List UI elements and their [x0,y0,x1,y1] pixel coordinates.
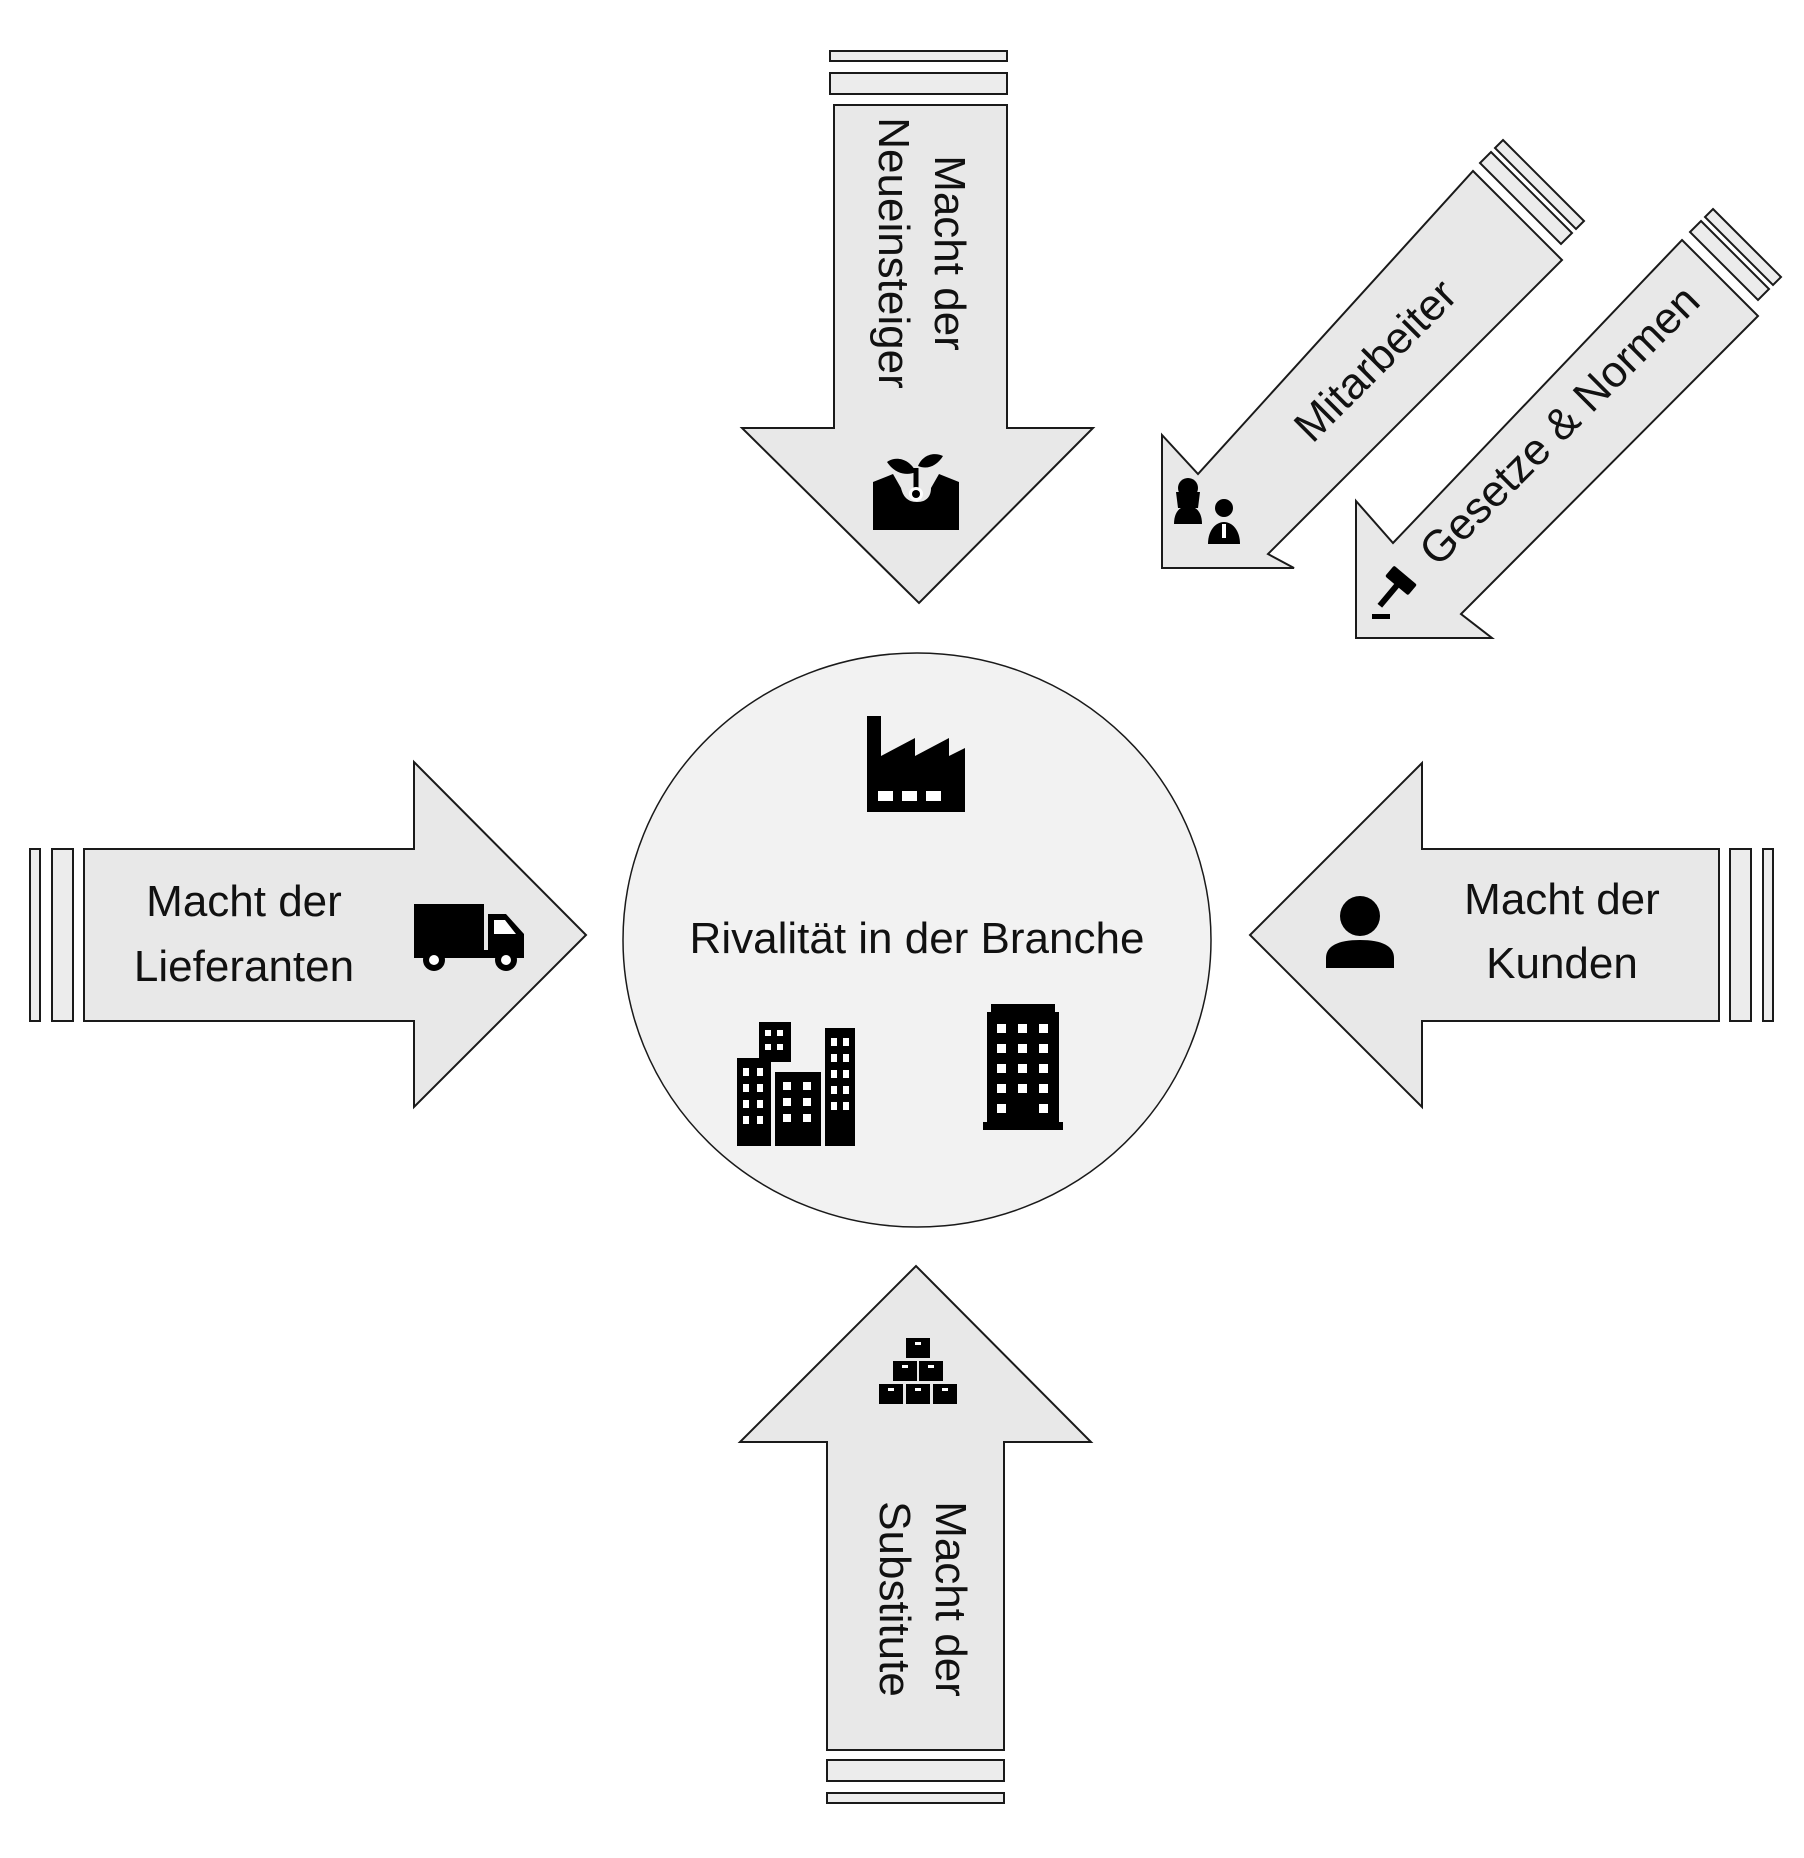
new-entrants-label-line2: Neueinsteiger [869,117,918,389]
factory-icon [867,716,965,812]
stripe [1762,848,1774,1022]
center-rivalry: Rivalität in der Branche [622,652,1212,1228]
suppliers-label-line2: Lieferanten [134,942,354,991]
arrow-shape [1355,238,1760,639]
arrow-shape [1161,169,1564,569]
rivalry-label: Rivalität in der Branche [690,914,1145,963]
stripe [1688,219,1771,302]
stripe [829,50,1008,62]
sprout-icon [873,454,959,530]
stripe [29,848,41,1022]
office-tower-icon [983,1004,1063,1130]
arrow-employees: Mitarbeiter [1161,138,1586,569]
substitutes-label-line2: Substitute [870,1501,919,1697]
truck-icon [414,904,524,971]
substitutes-label-line1: Macht der [926,1501,975,1697]
stripe [1478,150,1574,246]
person-icon [1326,896,1394,968]
stripe [1729,848,1752,1022]
arrow-customers: Macht der Kunden [1248,760,1774,1110]
arrow-shape [739,104,1096,605]
stripe [1703,207,1783,287]
stripe [826,1792,1005,1804]
city-buildings-icon [737,1022,855,1146]
stripe [826,1759,1005,1782]
customers-label-line1: Macht der [1464,875,1660,924]
arrow-substitutes: Macht der Substitute [737,1264,1094,1804]
arrow-shape [83,759,588,1110]
people-icon [1174,478,1240,544]
arrow-shape [1248,760,1720,1110]
stripe [1493,138,1586,231]
stripe [829,72,1008,95]
stripe [51,848,74,1022]
customers-label-line2: Kunden [1486,939,1638,988]
new-entrants-label-line1: Macht der [925,155,974,351]
gavel-icon [1372,566,1417,619]
arrow-shape [737,1264,1094,1751]
arrow-suppliers: Macht der Lieferanten [29,759,588,1110]
boxes-stack-icon [879,1338,957,1404]
suppliers-label-line1: Macht der [146,877,342,926]
arrow-new-entrants: Macht der Neueinsteiger [739,50,1096,605]
